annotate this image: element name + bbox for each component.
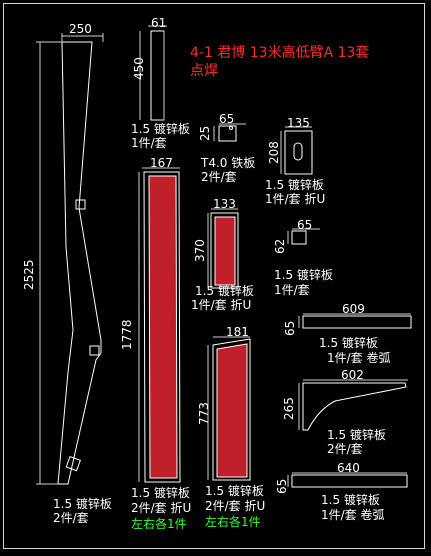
short-channel-qty: 2件/套 折U bbox=[205, 499, 266, 513]
mid-channel-fill bbox=[214, 216, 236, 286]
bar-top-width: 609 bbox=[342, 302, 365, 316]
arm-outline bbox=[57, 41, 102, 485]
bar-bottom-qty: 1件/套 卷弧 bbox=[321, 508, 385, 522]
arm-height-dim bbox=[36, 41, 62, 485]
arm-material: 1.5 镀锌板 bbox=[53, 497, 112, 511]
small-square-material: 1.5 镀锌板 bbox=[274, 268, 333, 282]
drawing-border bbox=[3, 3, 425, 549]
long-channel-width: 167 bbox=[150, 156, 173, 170]
bracket-height: 265 bbox=[282, 397, 296, 420]
tab-height: 25 bbox=[198, 125, 212, 141]
mid-channel-qty: 1件/套 折U bbox=[191, 298, 252, 312]
strip-outline bbox=[150, 30, 165, 121]
bar-bottom-material: 1.5 镀锌板 bbox=[321, 493, 380, 507]
tab-outline bbox=[218, 125, 237, 142]
bracket-dims bbox=[298, 379, 408, 430]
small-square-width: 65 bbox=[297, 218, 313, 232]
strip-dims bbox=[139, 25, 167, 120]
tab-hole bbox=[229, 126, 233, 130]
tab-dims bbox=[213, 123, 246, 141]
long-channel-dims bbox=[138, 167, 180, 482]
bar-top-outline bbox=[302, 315, 412, 329]
bar-bottom-width: 640 bbox=[337, 461, 360, 475]
mid-channel-height: 370 bbox=[193, 239, 207, 262]
slot-plate-width: 135 bbox=[287, 116, 310, 130]
short-channel-fill bbox=[216, 343, 248, 478]
bar-bottom-dims bbox=[287, 472, 407, 487]
strip-material: 1.5 镀锌板 bbox=[131, 122, 190, 136]
small-square-qty: 1件/套 bbox=[274, 283, 310, 297]
bracket-outline bbox=[302, 382, 407, 431]
bar-top-dims bbox=[298, 313, 411, 328]
arm-width: 250 bbox=[69, 22, 92, 36]
slot-plate-dims bbox=[280, 126, 312, 174]
arm-height: 2525 bbox=[22, 259, 36, 290]
short-channel-outline bbox=[212, 338, 251, 481]
long-channel-height: 1778 bbox=[120, 319, 134, 350]
arm-square-3 bbox=[65, 455, 81, 472]
strip-width: 61 bbox=[151, 16, 167, 30]
tab-width: 65 bbox=[219, 112, 235, 126]
slot-plate-material: 1.5 镀锌板 bbox=[265, 178, 324, 192]
bar-top-height: 65 bbox=[283, 320, 297, 336]
short-channel-material: 1.5 镀锌板 bbox=[205, 484, 264, 498]
tab-qty: 2件/套 bbox=[201, 170, 237, 184]
long-channel-fill bbox=[148, 175, 178, 479]
small-square-outline bbox=[291, 230, 307, 245]
slot-plate-slot bbox=[293, 142, 303, 161]
long-channel-qty: 2件/套 折U bbox=[131, 501, 192, 515]
bar-bottom-outline bbox=[291, 474, 408, 488]
long-channel-material: 1.5 镀锌板 bbox=[131, 486, 190, 500]
long-channel-outline bbox=[143, 171, 181, 483]
mid-channel-outline bbox=[210, 212, 239, 289]
title-line-1: 4-1 君博 13米高低臂A 13套 bbox=[190, 45, 370, 61]
small-square-dims bbox=[287, 228, 320, 244]
short-channel-height: 773 bbox=[197, 402, 211, 425]
arm-qty: 2件/套 bbox=[53, 511, 89, 525]
mid-channel-width: 133 bbox=[213, 197, 236, 211]
short-channel-width: 181 bbox=[226, 325, 249, 339]
small-square-height: 62 bbox=[273, 238, 287, 254]
mid-channel-dims bbox=[207, 208, 238, 288]
short-channel-note: 左右各1件 bbox=[205, 515, 261, 529]
arm-square-1 bbox=[75, 199, 86, 210]
bar-bottom-height: 65 bbox=[275, 478, 289, 494]
slot-plate-qty: 1件/套 折U bbox=[265, 192, 326, 206]
short-channel-dims bbox=[207, 336, 250, 480]
slot-plate-height: 208 bbox=[267, 141, 281, 164]
strip-height: 450 bbox=[132, 57, 146, 80]
mid-channel-material: 1.5 镀锌板 bbox=[195, 284, 254, 298]
red-fills bbox=[148, 175, 248, 479]
title-line-2: 点焊 bbox=[190, 63, 218, 79]
long-channel-note: 左右各1件 bbox=[131, 517, 187, 531]
slot-plate-outline bbox=[284, 130, 313, 175]
strip-qty: 1件/套 bbox=[131, 136, 167, 150]
bar-top-qty: 1件/套 卷弧 bbox=[327, 351, 391, 365]
arm-width-dim bbox=[61, 33, 104, 42]
bracket-material: 1.5 镀锌板 bbox=[327, 428, 386, 442]
arm-square-2 bbox=[89, 345, 100, 356]
bar-top-material: 1.5 镀锌板 bbox=[319, 336, 378, 350]
bracket-width: 602 bbox=[341, 368, 364, 382]
tab-material: T4.0 铁板 bbox=[201, 156, 256, 170]
bracket-qty: 2件/套 bbox=[327, 442, 363, 456]
